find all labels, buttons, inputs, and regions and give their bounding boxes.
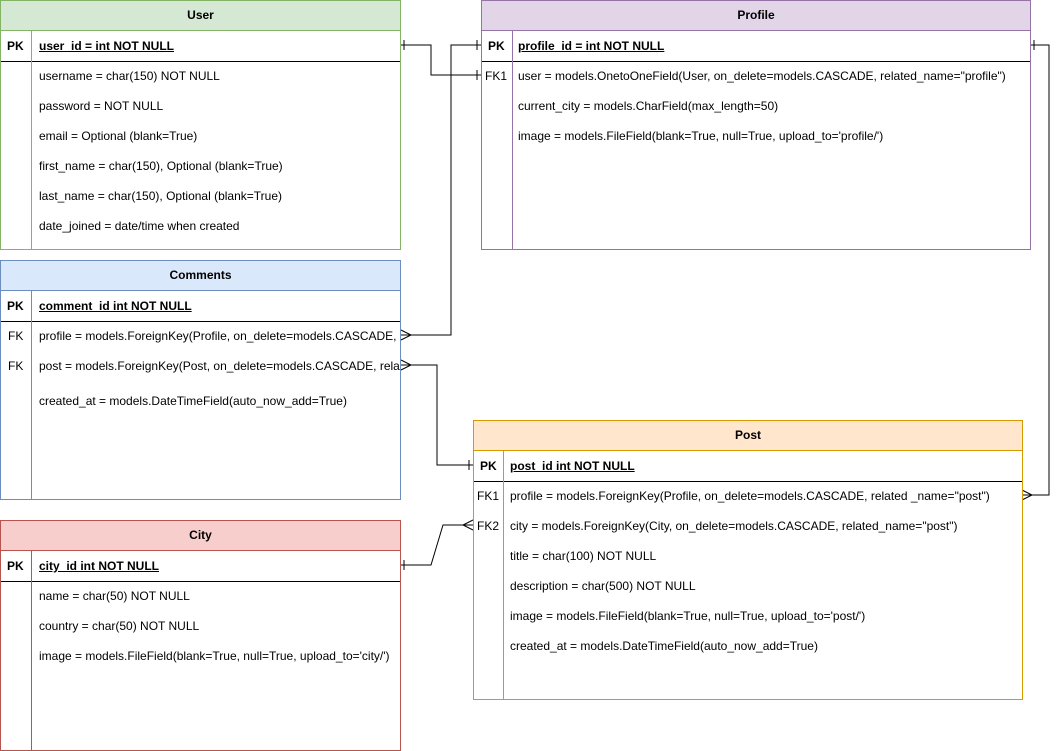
current-city-field: current_city = models.CharField(max_leng… [518, 99, 779, 113]
fk-tag: FK [8, 329, 24, 343]
city-id-field: city_id int NOT NULL [39, 559, 159, 573]
fk1-tag: FK1 [485, 69, 508, 83]
last-name-field: last_name = char(150), Optional (blank=T… [39, 189, 283, 203]
link-post-comments-crowfoot [400, 359, 413, 371]
comments-pk-row: PK comment_id int NOT NULL [1, 291, 400, 322]
first-name-field: first_name = char(150), Optional (blank=… [39, 159, 283, 173]
post-image-field: image = models.FileField(blank=True, nul… [510, 609, 866, 623]
link-profile-comments [401, 44, 481, 336]
link-profile-post-crowfoot [1021, 489, 1034, 501]
username-field: username = char(150) NOT NULL [39, 69, 220, 83]
city-table-title: City [1, 521, 400, 551]
user-pk-row: PK user_id = int NOT NULL [1, 31, 400, 62]
link-profile-post [1022, 44, 1050, 496]
user-table-title: User [1, 1, 400, 31]
pk-tag: PK [7, 299, 24, 313]
comment-post-field: post = models.ForeignKey(Post, on_delete… [39, 359, 401, 373]
link-post-comments [401, 364, 473, 466]
fk2-tag: FK2 [477, 519, 500, 533]
profile-image-field: image = models.FileField(blank=True, nul… [518, 129, 884, 143]
column-divider [31, 551, 32, 750]
post-city-field: city = models.ForeignKey(City, on_delete… [510, 519, 958, 533]
date-joined-field: date_joined = date/time when created [39, 219, 240, 233]
post-table-title: Post [474, 421, 1022, 451]
profile-pk-row: PK profile_id = int NOT NULL [482, 31, 1030, 62]
pk-tag: PK [7, 559, 24, 573]
password-field: password = NOT NULL [39, 99, 164, 113]
city-pk-row: PK city_id int NOT NULL [1, 551, 400, 582]
post-description-field: description = char(500) NOT NULL [510, 579, 696, 593]
column-divider [31, 31, 32, 249]
fk-tag: FK [8, 359, 24, 373]
profile-table[interactable]: Profile PK profile_id = int NOT NULL FK1… [481, 0, 1031, 250]
link-user-profile [401, 44, 481, 76]
pk-tag: PK [480, 459, 497, 473]
pk-tag: PK [488, 39, 505, 53]
link-profile-comments-crowfoot [400, 329, 413, 341]
user-table[interactable]: User PK user_id = int NOT NULL username … [0, 0, 401, 250]
city-image-field: image = models.FileField(blank=True, nul… [39, 649, 390, 663]
profile-table-title: Profile [482, 1, 1030, 31]
city-table[interactable]: City PK city_id int NOT NULL name = char… [0, 520, 401, 751]
comments-table[interactable]: Comments PK comment_id int NOT NULL FK p… [0, 260, 401, 500]
post-created-at-field: created_at = models.DateTimeField(auto_n… [510, 639, 818, 653]
profile-user-field: user = models.OnetoOneField(User, on_del… [518, 69, 1006, 83]
column-divider [31, 291, 32, 499]
column-divider [503, 451, 504, 699]
post-pk-row: PK post_id int NOT NULL [474, 451, 1022, 482]
pk-tag: PK [7, 39, 24, 53]
comment-id-field: comment_id int NOT NULL [39, 299, 192, 313]
country-field: country = char(50) NOT NULL [39, 619, 200, 633]
column-divider [512, 31, 513, 249]
post-table[interactable]: Post PK post_id int NOT NULL FK1 profile… [473, 420, 1023, 700]
comments-table-title: Comments [1, 261, 400, 291]
link-city-post [401, 524, 473, 566]
city-name-field: name = char(50) NOT NULL [39, 589, 190, 603]
link-city-post-crowfoot [461, 519, 474, 531]
comment-profile-field: profile = models.ForeignKey(Profile, on_… [39, 329, 397, 343]
post-profile-field: profile = models.ForeignKey(Profile, on_… [510, 489, 990, 503]
fk1-tag: FK1 [477, 489, 500, 503]
post-id-field: post_id int NOT NULL [510, 459, 635, 473]
comment-created-at-field: created_at = models.DateTimeField(auto_n… [39, 394, 347, 408]
profile-id-field: profile_id = int NOT NULL [518, 39, 665, 53]
email-field: email = Optional (blank=True) [39, 129, 198, 143]
user-id-field: user_id = int NOT NULL [39, 39, 175, 53]
post-title-field: title = char(100) NOT NULL [510, 549, 657, 563]
